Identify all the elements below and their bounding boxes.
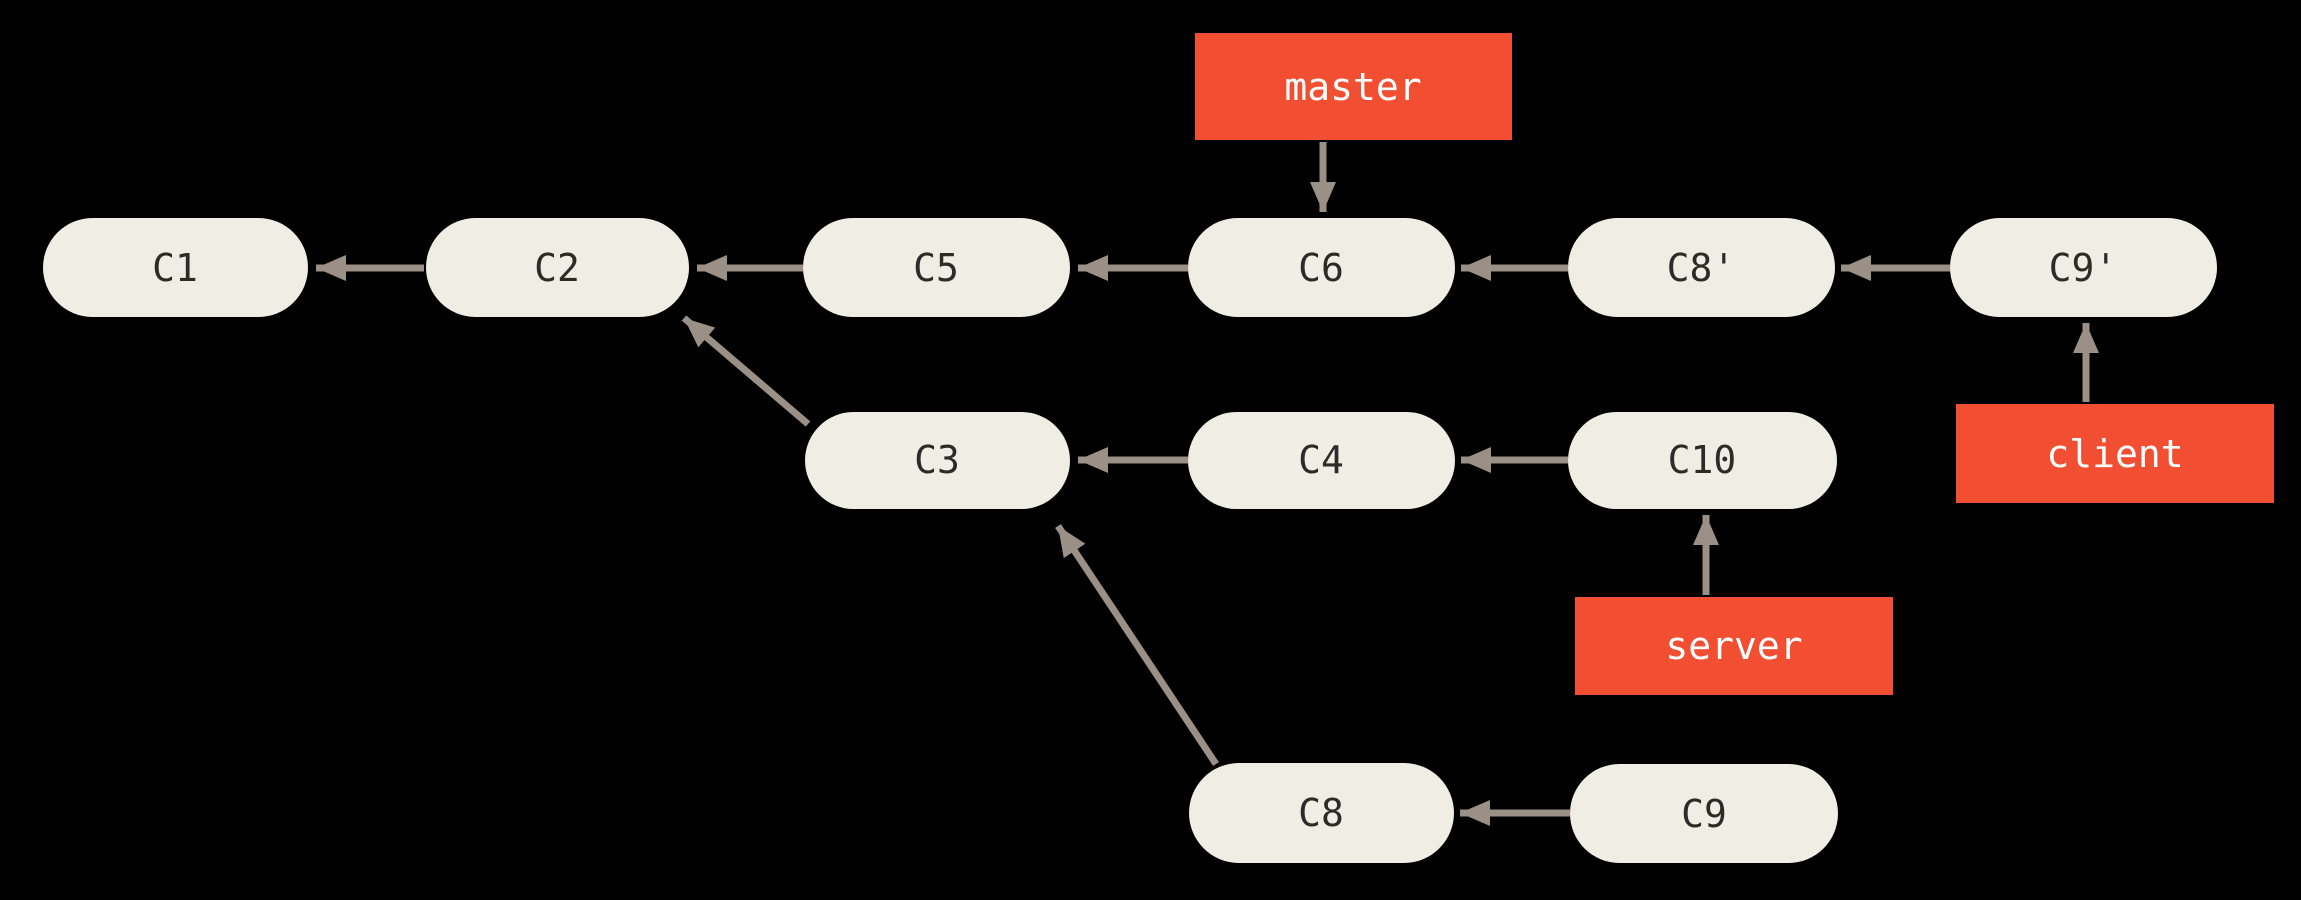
commit-label-c6: C6	[1298, 246, 1344, 290]
commit-node-c8-prime: C8'	[1568, 218, 1835, 317]
branch-box-client: client	[1956, 404, 2274, 503]
edges	[316, 142, 2099, 826]
branch-rect-server	[1575, 597, 1893, 695]
branch-rect-master	[1195, 33, 1512, 140]
commit-node-c2: C2	[426, 218, 689, 317]
commit-node-c10: C10	[1568, 412, 1837, 509]
commit-pill-c1	[43, 218, 308, 317]
commit-label-c8-prime: C8'	[1667, 246, 1736, 290]
branch-box-server: server	[1575, 597, 1893, 695]
commit-pill-c10	[1568, 412, 1837, 509]
branch-label-master: master	[1284, 65, 1421, 109]
commit-pill-c6	[1188, 218, 1455, 317]
commit-pill-c8-prime	[1568, 218, 1835, 317]
commit-label-c5: C5	[913, 246, 959, 290]
commit-node-c1: C1	[43, 218, 308, 317]
commit-node-c4: C4	[1188, 412, 1455, 509]
edge-c3-c2	[681, 315, 811, 427]
commit-node-c3: C3	[805, 412, 1070, 509]
commit-label-c10: C10	[1668, 438, 1737, 482]
commit-pill-c8	[1189, 763, 1454, 863]
commit-label-c4: C4	[1298, 438, 1344, 482]
commit-pill-c2	[426, 218, 689, 317]
commit-nodes: C1 C2 C5 C6 C8' C9' C3 C4	[43, 218, 2217, 863]
commit-label-c2: C2	[534, 246, 580, 290]
commit-node-c9-prime: C9'	[1950, 218, 2217, 317]
commit-pill-c3	[805, 412, 1070, 509]
commit-node-c8: C8	[1189, 763, 1454, 863]
commit-pill-c9-prime	[1950, 218, 2217, 317]
commit-node-c5: C5	[803, 218, 1070, 317]
commit-pill-c9	[1570, 764, 1838, 863]
commit-label-c9: C9	[1681, 792, 1727, 836]
branch-label-server: server	[1665, 624, 1802, 668]
commit-label-c3: C3	[914, 438, 960, 482]
commit-node-c9: C9	[1570, 764, 1838, 863]
branch-box-master: master	[1195, 33, 1512, 140]
commit-node-c6: C6	[1188, 218, 1455, 317]
commit-pill-c4	[1188, 412, 1455, 509]
commit-label-c9-prime: C9'	[2049, 246, 2118, 290]
branch-label-client: client	[2046, 432, 2183, 476]
commit-label-c8: C8	[1298, 791, 1344, 835]
commit-pill-c5	[803, 218, 1070, 317]
branch-labels: master server client	[1195, 33, 2274, 695]
edge-c8-c3	[1055, 524, 1219, 766]
branch-rect-client	[1956, 404, 2274, 503]
commit-label-c1: C1	[152, 246, 198, 290]
